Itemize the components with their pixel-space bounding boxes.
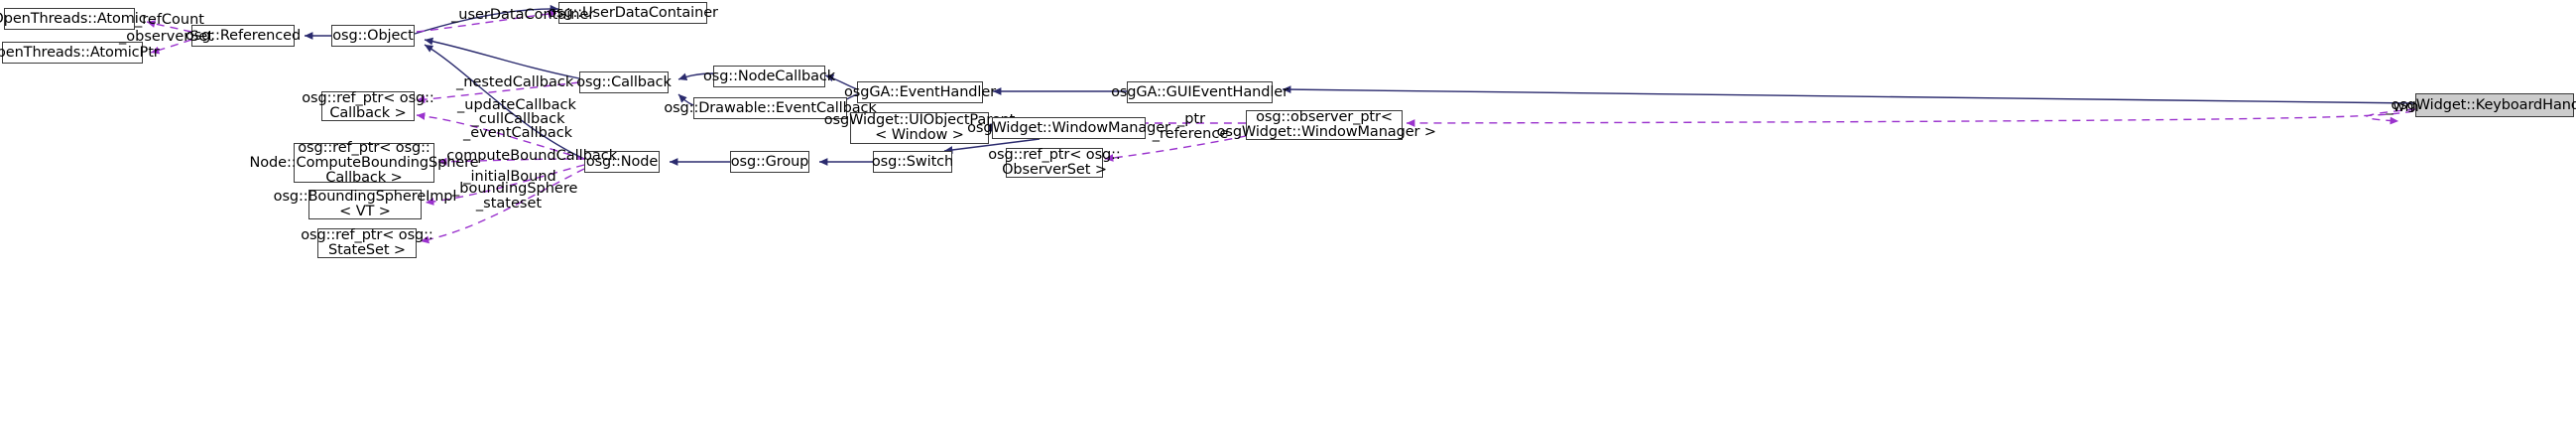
class-node-osgwidget-uiobjectparent[interactable]: osgWidget::UIObjectParent < Window >: [823, 112, 1016, 144]
edge-label-cullcb: _cullCallback: [471, 111, 565, 127]
edge-label-initialbound: _initialBound: [463, 169, 556, 185]
class-node-osg-observer-ptr-wm[interactable]: osg::observer_ptr< osgWidget::WindowMana…: [1216, 109, 1436, 140]
edge-label-computebound: _computeBoundCallback: [439, 148, 618, 164]
class-node-openthreads-atomic[interactable]: OpenThreads::Atomic: [0, 8, 147, 30]
class-node-osg-ref-ptr-callback[interactable]: osg::ref_ptr< osg:: Callback >: [302, 90, 434, 121]
edge-label-refcount: _refCount: [135, 12, 204, 28]
class-node-osg-node[interactable]: osg::Node: [584, 151, 660, 173]
class-node-osgwidget-keyboardhandler[interactable]: osgWidget::KeyboardHandler: [2391, 93, 2576, 117]
edge-label-updatecb: _updateCallback: [457, 97, 576, 113]
edge-label-wm: _wm: [2386, 99, 2419, 115]
edge-label-stateset: _stateset: [475, 196, 543, 211]
class-node-osg-drawable-eventcallback[interactable]: osg::Drawable::EventCallback: [664, 97, 877, 119]
class-node-osg-referenced[interactable]: osg::Referenced: [185, 25, 301, 47]
class-node-osg-callback[interactable]: osg::Callback: [576, 71, 672, 93]
class-node-osg-object[interactable]: osg::Object: [331, 25, 415, 47]
class-node-osga-eventhandler[interactable]: osgGA::EventHandler: [844, 81, 996, 103]
class-node-osg-userdatacontainer[interactable]: osg::UserDataContainer: [548, 2, 718, 24]
class-node-osga-guieventhandler[interactable]: osgGA::GUIEventHandler: [1111, 81, 1288, 103]
edge-label-observerset: _observerSet: [119, 29, 214, 45]
class-node-osg-ref-ptr-stateset[interactable]: osg::ref_ptr< osg:: StateSet >: [301, 227, 433, 258]
edge-label-nestedcb: _nestedCallback: [456, 74, 574, 90]
class-node-osg-switch[interactable]: osg::Switch: [872, 151, 953, 173]
edge-label-userdata: _userDataContainer: [451, 7, 595, 23]
class-node-openthreads-atomicptr[interactable]: OpenThreads::AtomicPtr: [0, 42, 160, 64]
class-node-osg-ref-ptr-observerset[interactable]: osg::ref_ptr< osg:: ObserverSet >: [988, 147, 1121, 178]
class-node-osg-group[interactable]: osg::Group: [730, 151, 809, 173]
class-node-osg-ref-ptr-cbsc[interactable]: osg::ref_ptr< osg:: Node::ComputeBoundin…: [249, 139, 479, 186]
class-node-osg-boundingsphereimpl[interactable]: osg::BoundingSphereImpl < VT >: [273, 189, 457, 219]
edge-label-eventcb: _eventCallback: [463, 125, 573, 141]
class-node-osgwidget-windowmanager[interactable]: osgWidget::WindowManager: [967, 117, 1170, 139]
edge-label-reference: _reference: [1152, 126, 1229, 142]
edge-label-ptr: _ptr: [1176, 111, 1206, 127]
class-node-osg-nodecallback[interactable]: osg::NodeCallback: [703, 66, 835, 87]
edge-label-boundingsphere: _boundingSphere: [452, 181, 578, 197]
